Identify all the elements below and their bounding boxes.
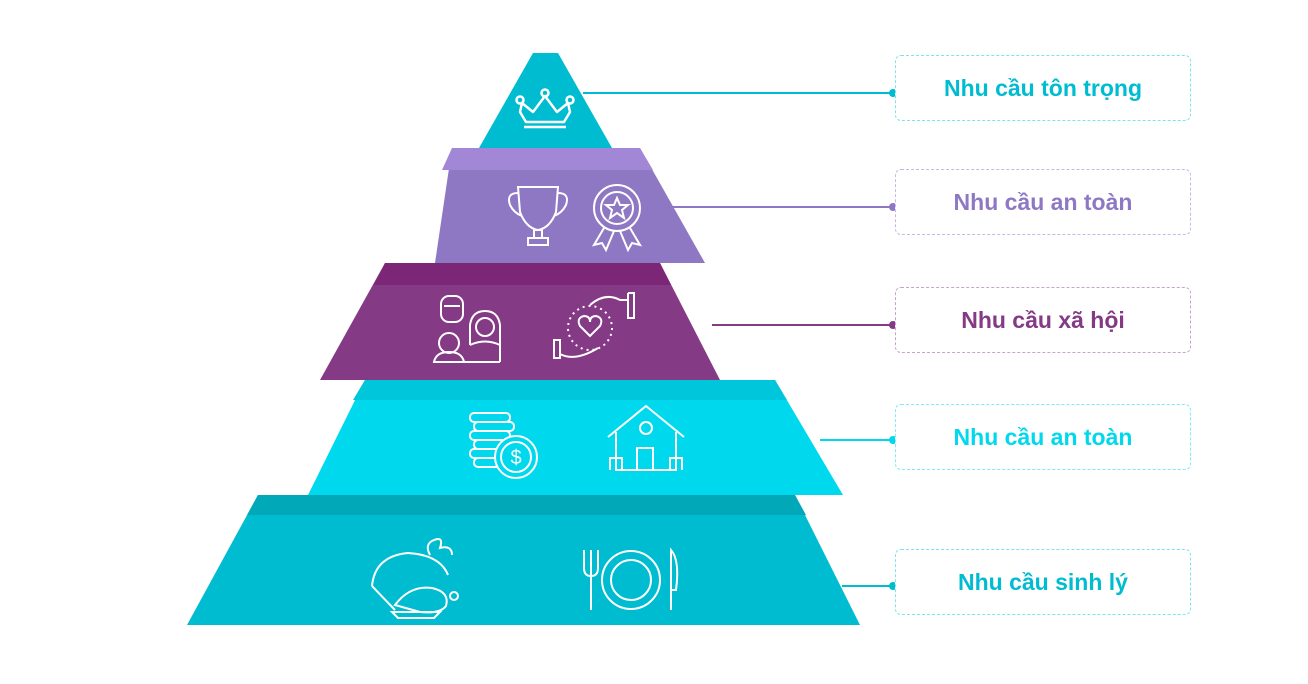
medal-icon [591, 184, 643, 253]
pyramid-tier-4-band [353, 380, 787, 400]
pyramid-tier-2-band [442, 148, 653, 170]
plate-cutlery-icon [583, 547, 679, 610]
pyramid-tier-1 [479, 53, 612, 148]
level-label-safety: Nhu cầu an toàn [895, 404, 1191, 470]
coins-icon: $ [469, 412, 538, 479]
pyramid-tier-2 [435, 148, 705, 263]
pyramid-tier-5 [187, 495, 860, 625]
food-cloche-icon [371, 538, 459, 619]
level-label-social: Nhu cầu xã hội [895, 287, 1191, 353]
level-label-physiological: Nhu cầu sinh lý [895, 549, 1191, 615]
pyramid-tier-3-band [374, 263, 671, 285]
trophy-icon [508, 186, 568, 246]
level-label-safety-upper: Nhu cầu an toàn [895, 169, 1191, 235]
crown-icon [515, 88, 575, 129]
pyramid-tier-4 [308, 380, 843, 495]
svg-text:$: $ [510, 447, 521, 469]
pyramid-tier-5-band [247, 495, 806, 515]
family-icon [432, 295, 501, 363]
house-icon [607, 404, 685, 471]
level-label-esteem: Nhu cầu tôn trọng [895, 55, 1191, 121]
heart-hands-icon [553, 292, 635, 359]
pyramid-tier-3 [320, 263, 720, 380]
